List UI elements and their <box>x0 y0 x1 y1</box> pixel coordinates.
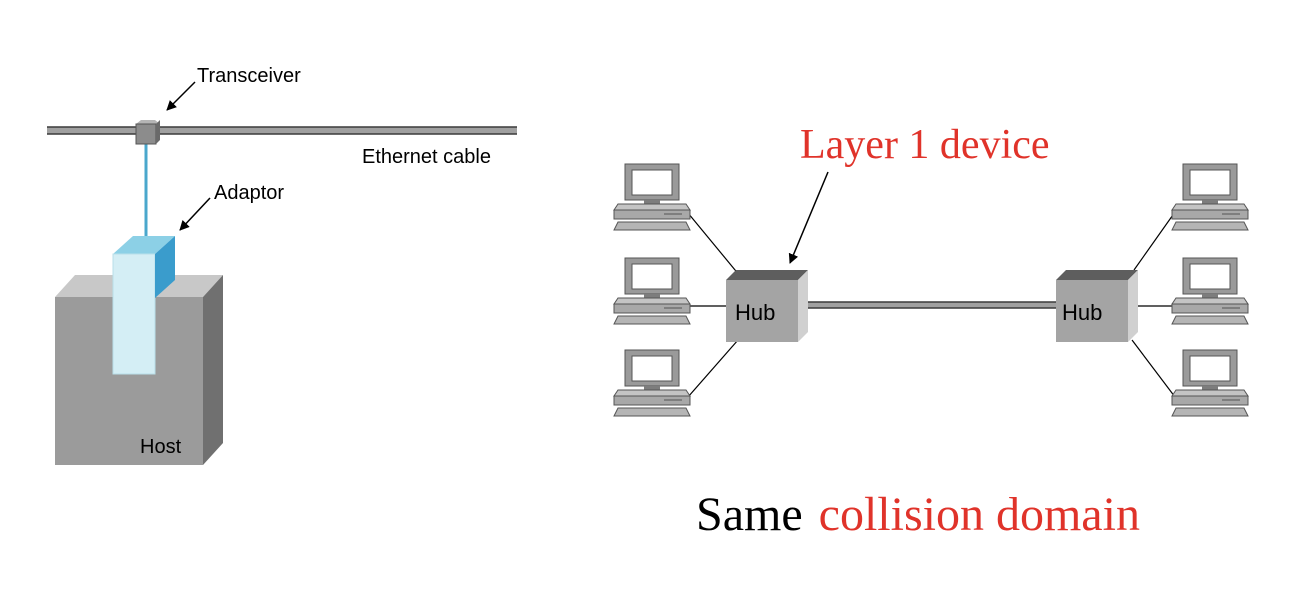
caption-same: Same <box>696 488 803 541</box>
connection-line <box>1131 339 1176 398</box>
hub-network-diagram: Hub Hub Layer 1 device Same collision do… <box>613 122 1249 541</box>
adaptor-card <box>112 236 175 375</box>
transceiver-box <box>135 120 160 145</box>
connection-line <box>687 339 739 398</box>
transceiver-label: Transceiver <box>197 65 301 87</box>
hub-left: Hub <box>726 270 808 342</box>
transceiver-arrow <box>166 81 196 111</box>
computer-icon <box>613 257 691 325</box>
computer-icon <box>1171 163 1249 231</box>
host-label: Host <box>140 436 182 458</box>
caption-collision-domain: collision domain <box>819 488 1140 541</box>
adaptor-label: Adaptor <box>214 182 284 204</box>
layer-1-arrow <box>788 171 829 264</box>
computer-icon <box>1171 257 1249 325</box>
layer-1-device-label: Layer 1 device <box>800 122 1050 168</box>
hub-left-label: Hub <box>735 300 775 325</box>
ethernet-cable-label: Ethernet cable <box>362 146 491 168</box>
connection-line <box>687 212 741 277</box>
hub-right: Hub <box>1056 270 1138 342</box>
collision-domain-caption: Same collision domain <box>696 488 1140 541</box>
hub-link-cable <box>800 301 1056 309</box>
adaptor-arrow <box>179 197 211 231</box>
connection-line <box>1133 211 1176 271</box>
ethernet-setup-diagram: Transceiver Ethernet cable Adaptor Host <box>47 65 517 465</box>
computer-icon <box>613 163 691 231</box>
computer-icon <box>613 349 691 417</box>
hub-right-label: Hub <box>1062 300 1102 325</box>
computer-icon <box>1171 349 1249 417</box>
ethernet-cable <box>47 126 517 135</box>
